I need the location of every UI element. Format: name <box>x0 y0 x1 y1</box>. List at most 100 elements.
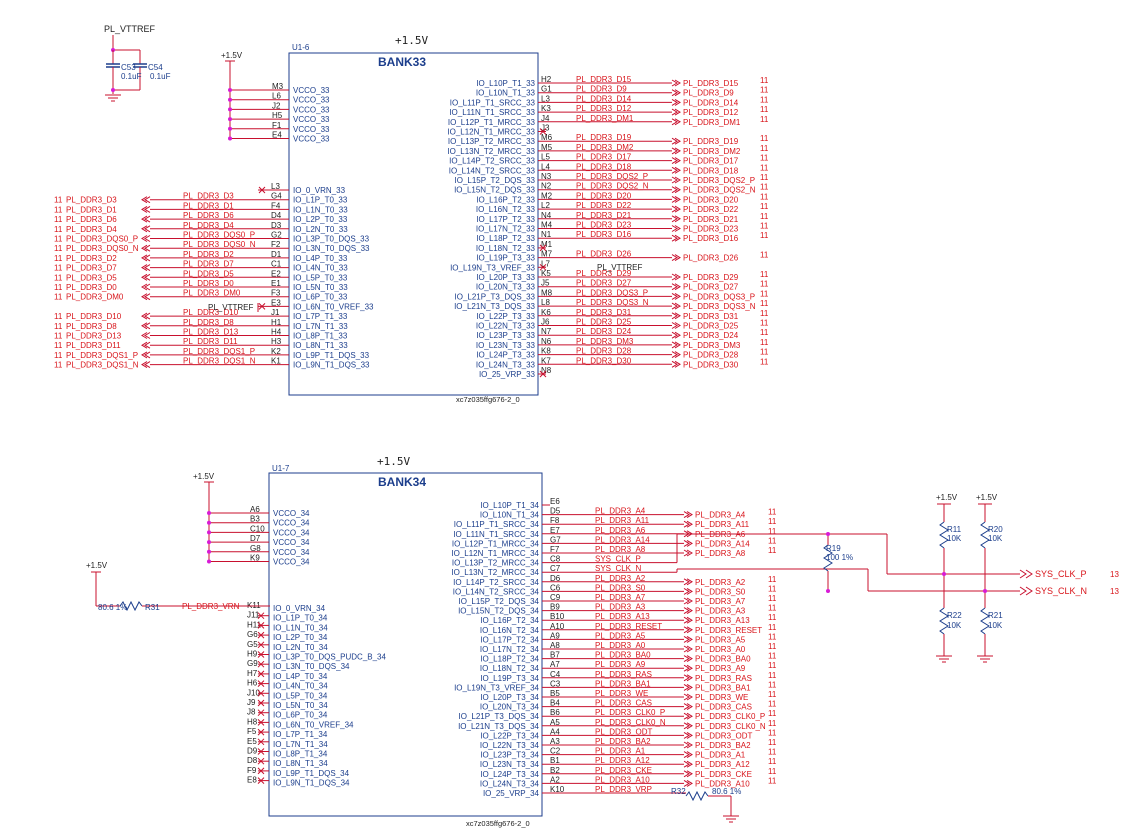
pin-number: N6 <box>541 337 552 346</box>
net-label: PL_DDR3_D14 <box>576 94 632 103</box>
pin-name: IO_L10N_T1_33 <box>476 89 536 98</box>
pin-name: VCCO_34 <box>273 538 310 547</box>
pin-name: IO_L18N_T2_33 <box>476 244 536 253</box>
bank33-symbol: +1.5V U1-6 BANK33 xc7z035ffg676-2_0 +1.5… <box>54 34 769 404</box>
pin-number: A2 <box>550 775 560 784</box>
pin-number: A6 <box>250 505 260 514</box>
offpage-net-label: PL_DDR3_D3 <box>66 196 117 205</box>
pin-number: A8 <box>550 641 560 650</box>
offpage-connector-icon <box>683 587 693 595</box>
cap2-ref: C54 <box>148 63 163 72</box>
offpage-connector-icon <box>683 683 693 691</box>
pin-name: IO_L6P_T0_34 <box>273 711 328 720</box>
pin-number: C4 <box>550 670 561 679</box>
pin-name: IO_L16N_T2_33 <box>476 205 536 214</box>
offpage-connector-icon <box>683 731 693 739</box>
page-ref: 11 <box>54 273 63 282</box>
pin-number: F9 <box>247 766 257 775</box>
pin-name: IO_L13N_T2_MRCC_34 <box>451 568 539 577</box>
pin-name: IO_L1N_T0_34 <box>273 623 328 632</box>
offpage-net-label: PL_DDR3_A9 <box>695 664 746 673</box>
pin-name: IO_L19P_T3_34 <box>480 674 539 683</box>
offpage-net-label: PL_DDR3_A14 <box>695 539 750 548</box>
bank33-supply-label: +1.5V <box>395 34 428 47</box>
vrn-net: PL_DDR3_VRN <box>182 602 240 611</box>
pin-number: K9 <box>250 554 260 563</box>
offpage-net-label: PL_DDR3_D31 <box>683 312 739 321</box>
net-label: PL_DDR3_VRP <box>595 785 652 794</box>
page-ref: 11 <box>768 575 777 584</box>
page-ref: 11 <box>760 251 769 260</box>
junction-dot <box>228 88 232 92</box>
pin-number: N2 <box>541 182 552 191</box>
offpage-net-label: PL_DDR3_D29 <box>683 273 739 282</box>
pin-number: B2 <box>550 766 560 775</box>
offpage-net-label: PL_DDR3_DQS0_P <box>66 235 138 244</box>
page-ref: 11 <box>760 309 769 318</box>
pin-name: IO_0_VRN_33 <box>293 186 346 195</box>
offpage-net-label: PL_DDR3_D19 <box>683 137 739 146</box>
vrn-rail-label: +1.5V <box>86 561 108 570</box>
offpage-connector-icon <box>141 254 151 262</box>
net-label: SYS_CLK_P <box>595 555 641 564</box>
offpage-connector-icon <box>141 332 151 339</box>
no-connect-icon <box>257 709 265 717</box>
pin-number: E7 <box>550 526 560 535</box>
offpage-connector-icon <box>141 273 151 281</box>
offpage-connector-icon <box>671 341 681 349</box>
offpage-net-label: PL_DDR3_D21 <box>683 215 739 224</box>
page-ref: 11 <box>760 348 769 357</box>
offpage-connector-icon <box>683 520 693 528</box>
pin-name: IO_L13P_T2_MRCC_34 <box>452 559 540 568</box>
pin-name: IO_L5P_T0_33 <box>293 273 348 282</box>
pin-name: IO_L24N_T3_33 <box>476 360 536 369</box>
net-label: PL_DDR3_A3 <box>595 603 646 612</box>
no-connect-icon <box>258 303 266 310</box>
offpage-net-label: PL_DDR3_D28 <box>683 351 739 360</box>
resistor-icon <box>980 521 990 549</box>
net-label: PL_DDR3_D29 <box>576 269 632 278</box>
offpage-net-label: PL_DDR3_D24 <box>683 331 739 340</box>
pin-number: L8 <box>541 298 550 307</box>
pin-name: IO_L7P_T1_34 <box>273 730 328 739</box>
pin-number: K2 <box>271 347 281 356</box>
pin-number: N4 <box>541 211 552 220</box>
pin-name: IO_L14N_T2_SRCC_33 <box>449 166 536 175</box>
pin-name: VCCO_33 <box>293 86 330 95</box>
pin-number: H1 <box>271 318 282 327</box>
pin-number: L5 <box>541 153 550 162</box>
bank33-ref: U1-6 <box>292 43 310 52</box>
offpage-net-label: PL_DDR3_A5 <box>695 635 746 644</box>
r32-ref: R32 <box>671 787 686 796</box>
bank34-part: xc7z035ffg676-2_0 <box>466 819 530 828</box>
offpage-connector-icon <box>683 703 693 711</box>
offpage-connector-icon <box>683 693 693 701</box>
offpage-connector-icon <box>683 626 693 634</box>
pin-name: VCCO_33 <box>293 105 330 114</box>
bank34-supply-label: +1.5V <box>377 455 410 468</box>
pin-number: N7 <box>541 327 552 336</box>
page-ref: 11 <box>768 623 777 632</box>
r22-ref: R22 <box>947 611 962 620</box>
page-ref: 11 <box>760 76 769 85</box>
page-ref: 11 <box>768 738 777 747</box>
offpage-net-label: PL_DDR3_D6 <box>66 215 117 224</box>
offpage-net-label: PL_DDR3_BA1 <box>695 683 751 692</box>
pin-number: A4 <box>550 727 560 736</box>
net-label: PL_DDR3_D9 <box>576 85 627 94</box>
sys-clk-n-page: 13 <box>1110 587 1119 596</box>
offpage-net-label: PL_DDR3_DM2 <box>683 147 741 156</box>
offpage-net-label: PL_DDR3_D9 <box>683 89 734 98</box>
pin-name: IO_L16N_T2_34 <box>480 626 540 635</box>
offpage-net-label: PL_DDR3_DM0 <box>66 293 124 302</box>
pin-name: IO_L7N_T1_34 <box>273 740 328 749</box>
page-ref: 11 <box>768 546 777 555</box>
net-label: PL_DDR3_RAS <box>595 670 652 679</box>
pin-number: J8 <box>247 708 256 717</box>
offpage-connector-icon <box>141 361 151 369</box>
pin-number: F4 <box>271 201 281 210</box>
pin-number: E2 <box>271 269 281 278</box>
bank34-symbol: +1.5V U1-7 BANK34 xc7z035ffg676-2_0 +1.5… <box>86 455 777 828</box>
clock-termination: R19 100 1% +1.5V R11 10K R22 10K +1.5V R… <box>677 493 1119 663</box>
pin-name: IO_L21P_T3_DQS_34 <box>459 712 540 721</box>
